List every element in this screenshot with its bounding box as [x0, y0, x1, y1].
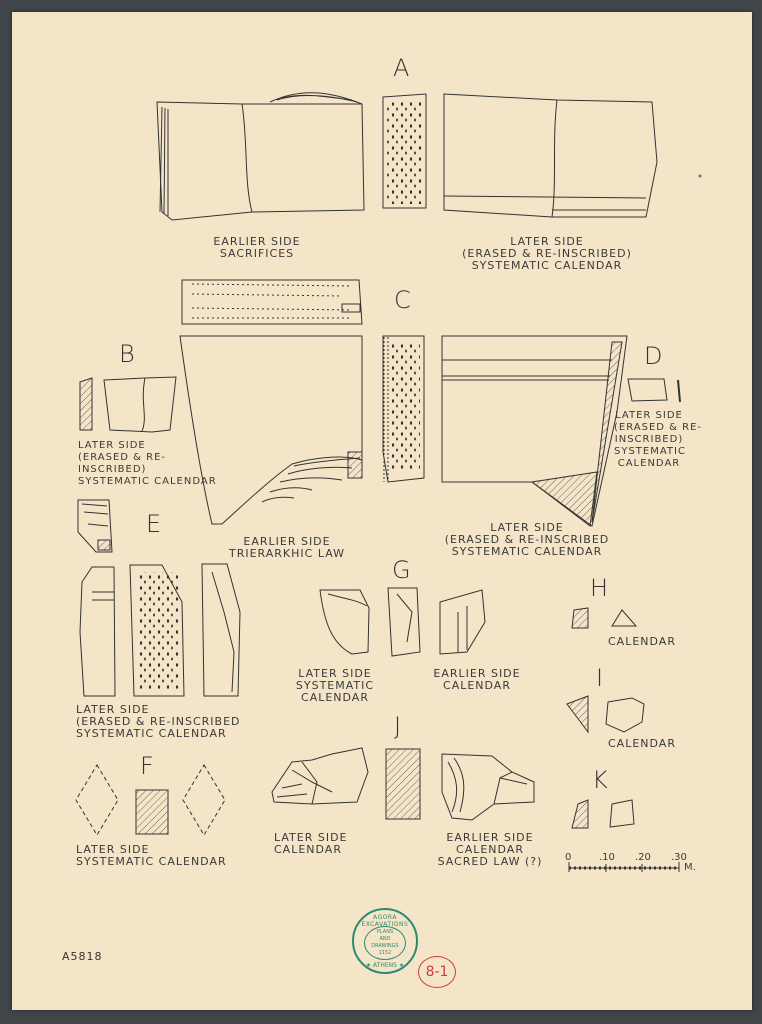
fragment-a-earlier: [156, 101, 365, 221]
agora-stamp: AGORA EXCAVATIONS PLANS AND DRAWINGS 115…: [352, 908, 418, 974]
red-circle-mark: 8-1: [418, 956, 456, 988]
label-i: I: [596, 664, 604, 692]
fragment-e-top: [77, 499, 113, 553]
scale-bar: [568, 862, 680, 872]
fragment-drawings: [75, 92, 702, 872]
label-f: F: [140, 752, 154, 780]
fragment-k-face: [609, 799, 635, 828]
label-j: J: [394, 712, 402, 740]
label-b: B: [119, 340, 135, 368]
label-h: H: [590, 574, 609, 602]
label-a: A: [393, 54, 410, 82]
fragment-h-section: [571, 607, 589, 629]
fragment-h-face: [611, 609, 638, 627]
fragment-b-section: [79, 377, 93, 431]
caption-d: LATER SIDE(ERASED & RE-INSCRIBED)SYSTEMA…: [614, 410, 702, 469]
fragment-f-section: [135, 789, 169, 835]
label-e: E: [146, 510, 162, 538]
scale-tick-20: .20: [635, 852, 651, 863]
label-d: D: [644, 342, 663, 370]
fragment-i-section: [566, 695, 589, 734]
fragment-e-mid: [129, 564, 185, 697]
fragment-a-edge: [382, 93, 427, 209]
fragment-c-top: [181, 279, 363, 325]
fragment-e-left: [79, 566, 116, 697]
scale-tick-0: 0: [565, 852, 572, 863]
fragment-a-later: [443, 93, 658, 218]
fragment-f-left: [75, 764, 119, 836]
fragment-k-section: [571, 799, 589, 829]
caption-a-right: LATER SIDE(ERASED & RE-INSCRIBED)SYSTEMA…: [462, 235, 632, 272]
fragment-c-edge: [382, 335, 425, 483]
label-g: G: [392, 556, 411, 584]
fragment-d-face: [627, 378, 668, 402]
scale-tick-30: .30: [671, 852, 687, 863]
scale-tick-10: .10: [599, 852, 615, 863]
caption-i: CALENDAR: [608, 737, 676, 750]
fragment-c-earlier: [179, 335, 363, 525]
fragment-e-right: [201, 563, 241, 697]
caption-h: CALENDAR: [608, 635, 676, 648]
fragment-g-right: [439, 589, 486, 655]
fragment-b-face: [103, 376, 177, 433]
fragment-j-right: [441, 753, 535, 821]
label-c: C: [394, 286, 411, 314]
fragment-i-face: [605, 697, 645, 733]
scale-unit: M.: [684, 862, 696, 873]
fragment-j-section: [385, 748, 421, 820]
fragment-j-left: [271, 747, 369, 805]
fragment-c-later: [441, 335, 628, 527]
inventory-number: A5818: [62, 950, 103, 963]
caption-b: LATER SIDE(ERASED & RE-INSCRIBED)SYSTEMA…: [78, 440, 217, 487]
fragment-g-mid: [387, 587, 421, 657]
fragment-g-left: [319, 589, 370, 655]
fragment-f-right: [182, 764, 226, 836]
label-k: K: [592, 766, 608, 794]
